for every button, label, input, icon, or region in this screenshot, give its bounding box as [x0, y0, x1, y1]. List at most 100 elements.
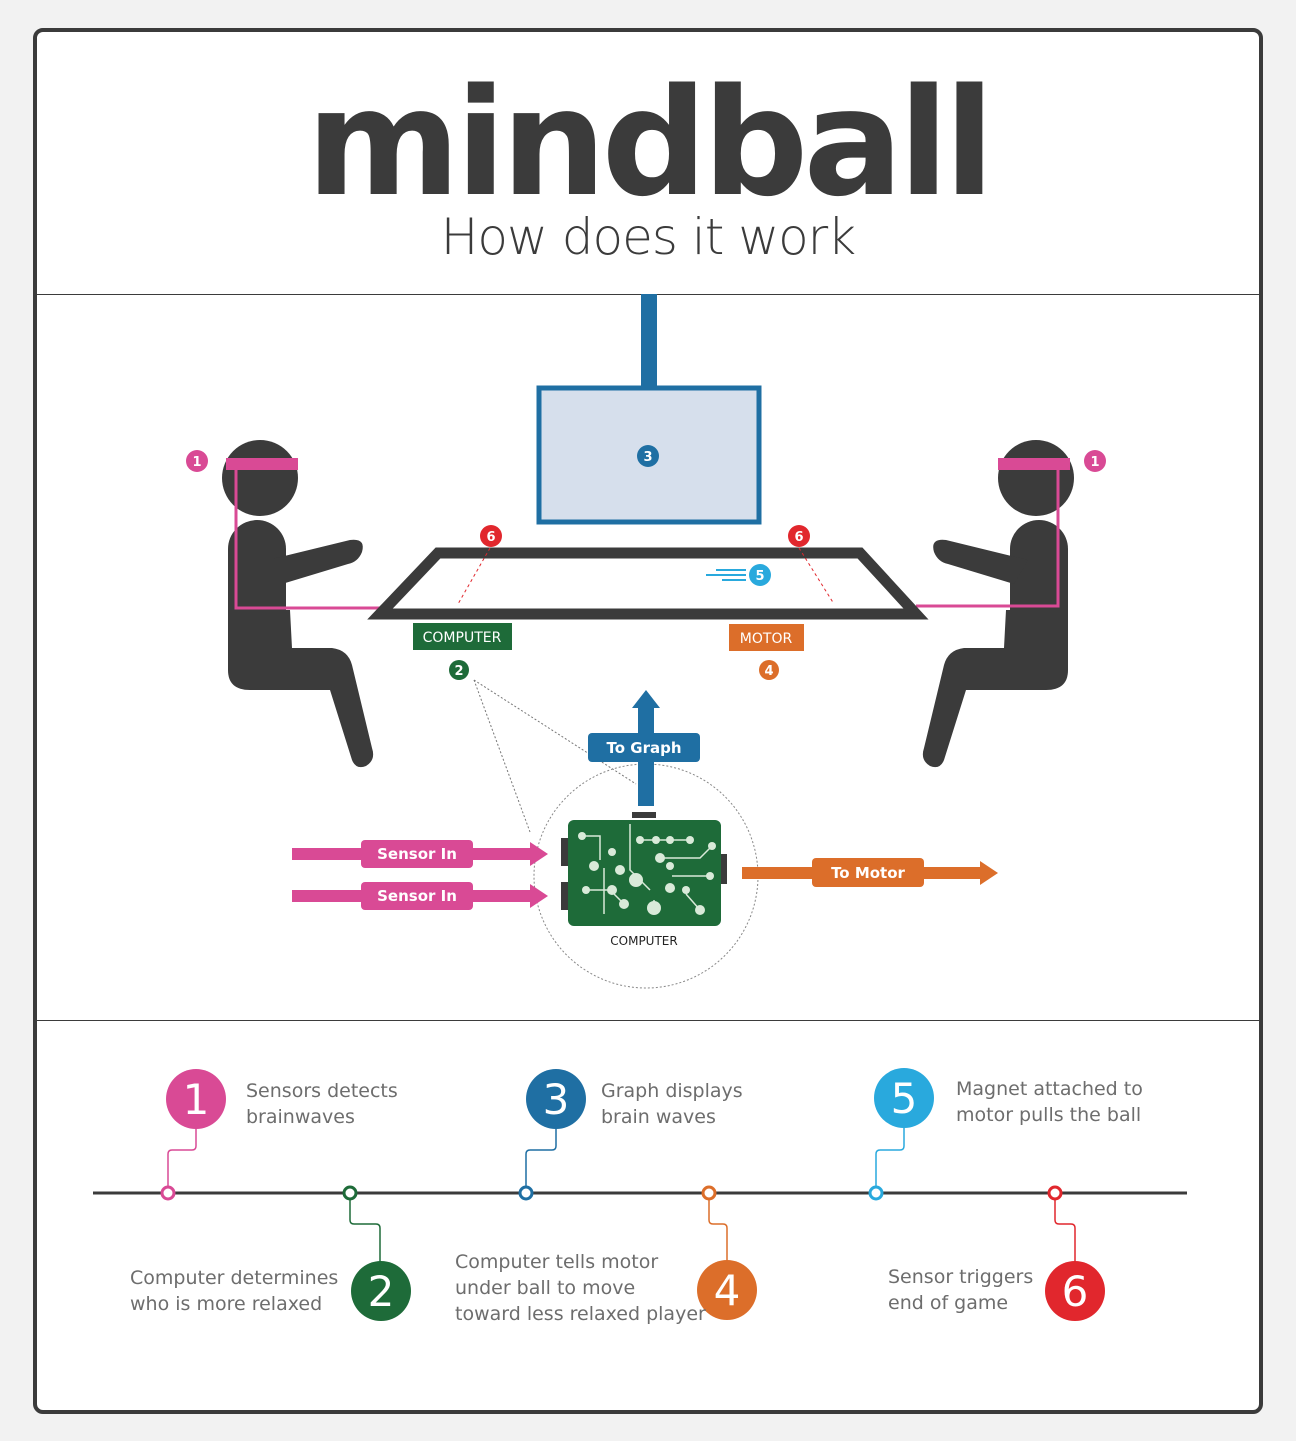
step-2-number: 2 — [368, 1267, 395, 1316]
sensor-in-1-head — [530, 842, 548, 866]
left-sensor-cable — [234, 466, 380, 610]
sensor-in-1-label-box — [361, 840, 473, 868]
step-4-line-1: Computer tells motor — [455, 1251, 659, 1273]
circuit-node — [647, 901, 661, 915]
step-3-node — [518, 1185, 534, 1201]
computer-circuit-board: COMPUTER — [561, 812, 727, 948]
zoom-line-right — [473, 679, 637, 785]
left-headband: 1 — [186, 450, 380, 610]
to-motor-label-box — [812, 858, 924, 887]
marker-2-badge — [449, 660, 469, 680]
step-1-badge — [166, 1069, 226, 1129]
ball-marker-5-badge — [749, 564, 771, 586]
step-1-line-2: brainwaves — [246, 1106, 355, 1128]
display-mount-pole — [641, 294, 657, 389]
step-6-node — [1047, 1185, 1063, 1201]
circuit-trace — [660, 845, 713, 859]
step-6-description: Sensor triggers end of game — [888, 1264, 1033, 1316]
motor-label: MOTOR — [740, 631, 793, 647]
sensor-in-1-label: Sensor In — [377, 845, 457, 863]
sensor-in-2-label-box — [361, 882, 473, 910]
step-2-description: Computer determines who is more relaxed — [130, 1265, 338, 1317]
circuit-node — [582, 886, 590, 894]
board-left-port-2 — [561, 882, 568, 910]
right-player-arm — [933, 539, 1028, 584]
right-player-figure — [922, 440, 1074, 768]
circuit-node — [608, 848, 616, 856]
step-1-line-1: Sensors detects — [246, 1080, 398, 1102]
to-motor-arrow: To Motor — [742, 858, 998, 887]
step-3-connector — [525, 1126, 557, 1186]
to-motor-label: To Motor — [831, 864, 905, 882]
game-table: 6 6 5 — [367, 525, 929, 620]
sensor-in-arrow-2: Sensor In — [292, 882, 548, 910]
to-graph-arrow-head — [632, 690, 660, 708]
circuit-trace — [582, 835, 601, 860]
marker-5-text: 5 — [755, 569, 764, 584]
left-player-arm — [268, 539, 363, 584]
circuit-node — [619, 899, 629, 909]
motor-label-box — [729, 624, 804, 651]
table-surface — [367, 547, 929, 620]
step-1-node — [160, 1185, 176, 1201]
sensor-in-arrow-1: Sensor In — [292, 840, 548, 868]
step-3-description: Graph displays brain waves — [601, 1078, 743, 1130]
step-1-number: 1 — [183, 1075, 210, 1124]
step-3-badge — [526, 1069, 586, 1129]
marker-6-left-badge — [480, 525, 502, 547]
computer-caption: COMPUTER — [610, 934, 677, 948]
left-headband-strap — [226, 458, 298, 470]
step-3-number: 3 — [543, 1075, 570, 1124]
ball-motion-lines — [706, 569, 746, 581]
to-graph-label-box — [588, 733, 700, 762]
circuit-node — [665, 883, 675, 893]
circuit-node — [708, 842, 716, 850]
step-1-connector — [167, 1126, 197, 1186]
marker-2-text: 2 — [454, 664, 463, 679]
page-title: mindball — [306, 57, 995, 229]
step-4-description: Computer tells motor under ball to move … — [455, 1249, 706, 1327]
circuit-node — [629, 873, 643, 887]
sensor-in-2-label: Sensor In — [377, 887, 457, 905]
marker-4-text: 4 — [764, 664, 773, 679]
step-5-number: 5 — [891, 1074, 918, 1123]
board-left-port-1 — [561, 838, 568, 866]
computer-label: COMPUTER — [423, 630, 502, 646]
step-6-connector — [1054, 1200, 1076, 1262]
marker-1-left-badge — [186, 450, 208, 472]
graph-display: 3 — [536, 294, 762, 525]
zoom-line-left — [473, 679, 531, 833]
step-2-connector — [349, 1200, 381, 1262]
right-headband: 1 — [916, 450, 1106, 608]
legend-divider — [37, 1020, 1259, 1021]
step-5-line-2: motor pulls the ball — [956, 1104, 1142, 1126]
to-graph-label: To Graph — [606, 739, 681, 757]
marker-1-left-text: 1 — [192, 455, 201, 470]
circuit-trace — [629, 824, 651, 891]
circuit-node — [578, 832, 586, 840]
step-2-badge — [351, 1261, 411, 1321]
marker-1-right-badge — [1084, 450, 1106, 472]
step-4-connector — [708, 1200, 728, 1262]
motor-tag: MOTOR 4 — [729, 624, 804, 680]
step-2-line-2: who is more relaxed — [130, 1293, 323, 1315]
step-6-line-1: Sensor triggers — [888, 1266, 1034, 1288]
step-5-line-1: Magnet attached to — [956, 1078, 1143, 1100]
marker-1-right-text: 1 — [1090, 455, 1099, 470]
step-4-number: 4 — [714, 1266, 741, 1315]
circuit-nodes — [578, 832, 716, 915]
circuit-node — [615, 865, 625, 875]
step-2-node — [342, 1185, 358, 1201]
left-player-legs — [228, 610, 374, 768]
right-player-legs — [922, 610, 1068, 768]
circuit-node — [666, 862, 674, 870]
page-subtitle: How does it work — [440, 208, 856, 266]
circuit-node — [652, 836, 660, 844]
to-motor-head — [980, 861, 998, 885]
left-player-figure — [222, 440, 374, 768]
circuit-board — [568, 820, 721, 926]
circuit-node — [682, 886, 690, 894]
step-4-line-2: under ball to move — [455, 1277, 636, 1299]
step-6-number: 6 — [1062, 1267, 1089, 1316]
marker-6-right-badge — [788, 525, 810, 547]
